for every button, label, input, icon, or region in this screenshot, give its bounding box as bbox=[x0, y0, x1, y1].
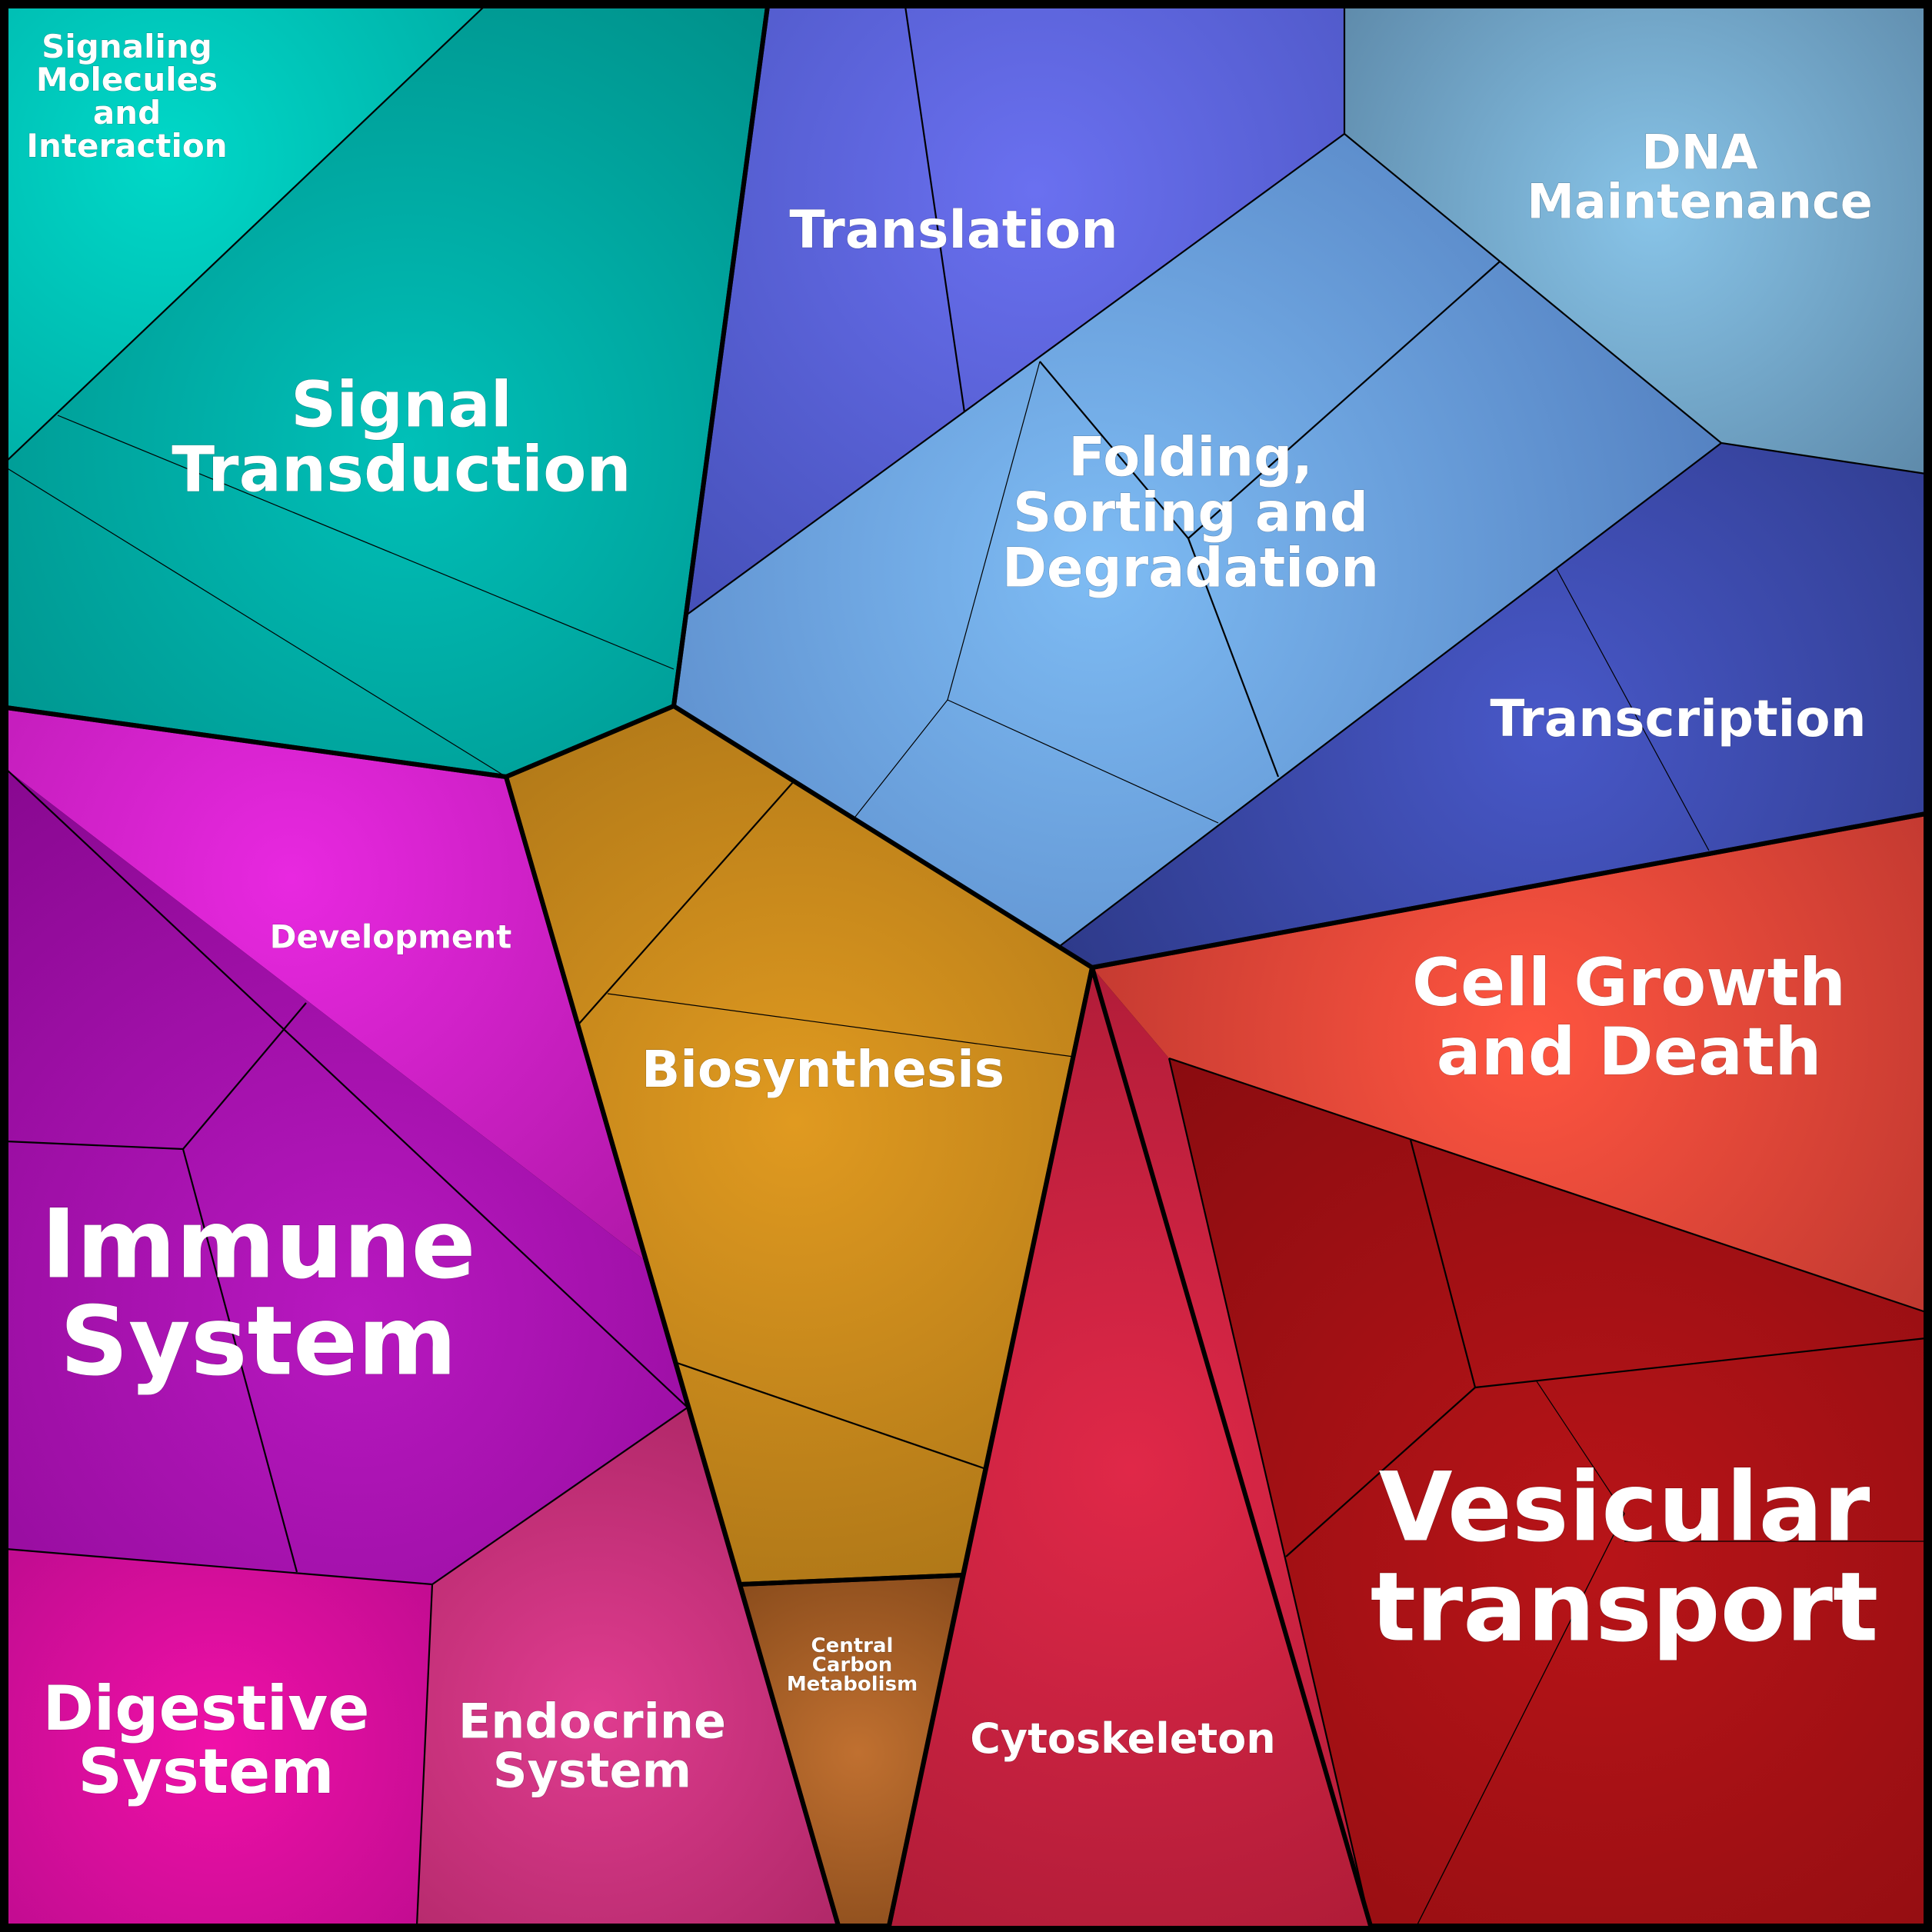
cell-immune-system[interactable] bbox=[6, 769, 688, 1584]
cells bbox=[6, 6, 1926, 1926]
label-line: Development bbox=[270, 918, 512, 956]
label-line: Signal bbox=[291, 369, 512, 442]
cell-development[interactable] bbox=[6, 708, 646, 1261]
label-biosynthesis: Biosynthesis bbox=[641, 1040, 1004, 1099]
label-line: Sorting and bbox=[1013, 481, 1368, 545]
cell-folding-sorting[interactable] bbox=[674, 134, 1721, 946]
label-line: System bbox=[493, 1743, 691, 1799]
cell-dna-maintenance[interactable] bbox=[1344, 6, 1926, 474]
label-development: Development bbox=[270, 918, 512, 956]
label-line: Cell Growth bbox=[1412, 944, 1846, 1021]
cell-cell-growth[interactable] bbox=[1092, 814, 1926, 1312]
label-line: Immune bbox=[41, 1189, 475, 1300]
cell-biosynthesis[interactable] bbox=[506, 706, 1092, 1584]
label-line: Folding, bbox=[1068, 426, 1313, 489]
label-line: DNA bbox=[1641, 125, 1757, 181]
cell-cytoskeleton[interactable] bbox=[889, 968, 1371, 1926]
label-line: System bbox=[60, 1286, 458, 1397]
label-line: Digestive bbox=[42, 1673, 369, 1744]
label-line: Metabolism bbox=[787, 1673, 918, 1696]
cell-signal-transduction[interactable] bbox=[6, 6, 768, 777]
label-line: Maintenance bbox=[1527, 174, 1873, 230]
label-line: Vesicular bbox=[1379, 1452, 1870, 1563]
label-line: Carbon bbox=[812, 1654, 892, 1677]
label-line: and Death bbox=[1437, 1014, 1822, 1091]
label-line: and bbox=[93, 94, 161, 132]
label-line: Endocrine bbox=[458, 1694, 726, 1750]
label-line: transport bbox=[1371, 1552, 1879, 1663]
sub-cell-edges bbox=[5, 5, 1927, 1927]
cell-digestive-system[interactable] bbox=[6, 1549, 432, 1926]
label-line: Transcription bbox=[1490, 689, 1866, 748]
label-line: Interaction bbox=[26, 127, 227, 165]
label-cytoskeleton: Cytoskeleton bbox=[970, 1714, 1275, 1763]
label-line: Cytoskeleton bbox=[970, 1714, 1275, 1763]
label-line: Molecules bbox=[36, 61, 218, 98]
label-translation: Translation bbox=[789, 200, 1118, 261]
label-line: System bbox=[78, 1736, 334, 1807]
cell-transcription[interactable] bbox=[1060, 443, 1926, 968]
cell-endocrine-system[interactable] bbox=[417, 1407, 838, 1926]
label-line: Degradation bbox=[1002, 537, 1379, 600]
label-line: Central bbox=[811, 1634, 894, 1657]
label-line: Transduction bbox=[172, 434, 631, 507]
label-line: Signaling bbox=[42, 28, 212, 65]
label-line: Biosynthesis bbox=[641, 1040, 1004, 1099]
cell-vesicular-transport[interactable] bbox=[1169, 1058, 1926, 1926]
cell-translation[interactable] bbox=[686, 6, 1344, 615]
label-transcription: Transcription bbox=[1490, 689, 1866, 748]
label-line: Translation bbox=[789, 200, 1118, 261]
